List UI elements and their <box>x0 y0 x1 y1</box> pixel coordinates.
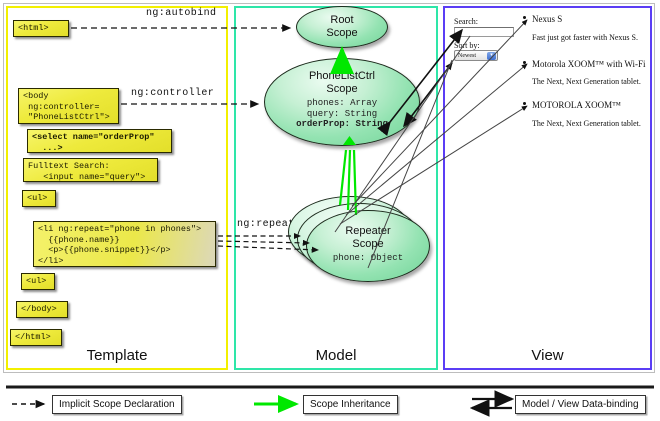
legend-label-implicit-scope-declaration: Implicit Scope Declaration <box>52 395 182 414</box>
scope-property-phones: phones: Array <box>306 98 378 108</box>
list-item: MOTOROLA XOOM™ <box>523 100 621 110</box>
legend-label-scope-inheritance: Scope Inheritance <box>303 395 398 414</box>
scope-property-phone: phone: Object <box>332 253 404 263</box>
phone-name: MOTOROLA XOOM™ <box>532 100 621 110</box>
column-label-model: Model <box>315 347 357 364</box>
code-box-html-close: </html> <box>10 329 62 346</box>
scope-title-phonelistctrl-line1: PhoneListCtrl <box>308 70 376 82</box>
connector-label-ng-repeat: ng:repeat <box>237 219 295 230</box>
legend-arrow-databinding <box>469 390 515 417</box>
scope-property-orderprop: orderProp: String <box>296 119 388 129</box>
search-input[interactable] <box>454 27 514 37</box>
code-box-select: <select name="orderProp" ...> <box>27 129 172 153</box>
scope-properties-phonelistctrl: phones: Array query: String orderProp: S… <box>265 98 419 130</box>
bullet-dot-icon <box>523 102 526 105</box>
code-box-ul-close: <ul> <box>21 273 55 290</box>
code-box-body-open: <body ng:controller= "PhoneListCtrl"> <box>18 88 119 124</box>
phone-snippet: The Next, Next Generation tablet. <box>532 77 641 86</box>
code-box-ul-open: <ul> <box>22 190 56 207</box>
sort-by-selected-value: Newest <box>458 53 476 59</box>
scope-ellipse-phonelistctrl: PhoneListCtrl Scope phones: Array query:… <box>264 58 420 146</box>
scope-properties-repeater: phone: Object <box>307 253 429 264</box>
list-item: Nexus S <box>523 14 563 24</box>
chevron-updown-icon[interactable]: ▾ <box>487 52 496 60</box>
phone-snippet: Fast just got faster with Nexus S. <box>532 33 638 42</box>
bullet-dot-icon <box>523 61 526 64</box>
scope-title-repeater-line1: Repeater <box>345 225 391 237</box>
legend-label-model-view-data-binding: Model / View Data-binding <box>515 395 646 414</box>
code-box-body-close: </body> <box>16 301 68 318</box>
scope-ellipse-root: Root Scope <box>296 6 388 48</box>
list-item: Motorola XOOM™ with Wi-Fi <box>523 59 646 69</box>
scope-title-repeater-line2: Scope <box>352 237 384 250</box>
scope-title-root-line1: Root <box>330 14 354 26</box>
column-label-view: View <box>531 347 564 364</box>
code-box-fulltext-search: Fulltext Search: <input name="query"> <box>23 158 158 182</box>
phone-name: Motorola XOOM™ with Wi-Fi <box>532 59 646 69</box>
code-box-html-open: <html> <box>13 20 69 37</box>
scope-title-root-line2: Scope <box>326 26 358 39</box>
phone-snippet: The Next, Next Generation tablet. <box>532 119 641 128</box>
scope-title-phonelistctrl-line2: Scope <box>326 82 358 95</box>
column-label-template: Template <box>86 347 148 364</box>
scope-ellipse-repeater: Repeater Scope phone: Object <box>306 210 430 282</box>
phone-name: Nexus S <box>532 14 563 24</box>
view-sort-label: Sort by: <box>454 41 480 50</box>
code-box-li-repeat: <li ng:repeat="phone in phones"> {{phone… <box>33 221 216 267</box>
connector-label-ng-autobind: ng:autobind <box>146 8 217 19</box>
bullet-dot-icon <box>523 16 526 19</box>
view-search-label: Search: <box>454 17 478 26</box>
scope-property-query: query: String <box>306 108 378 119</box>
sort-by-select[interactable]: Newest ▾ <box>454 50 498 61</box>
connector-label-ng-controller: ng:controller <box>131 88 215 99</box>
